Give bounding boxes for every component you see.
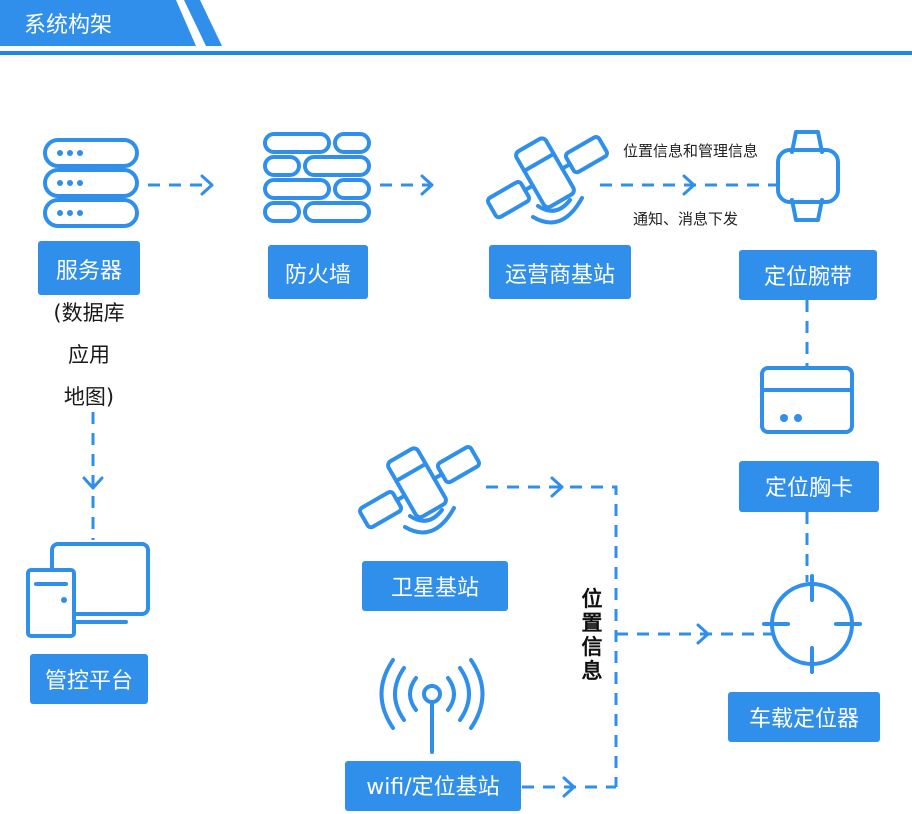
note-char: 位 bbox=[582, 587, 603, 611]
note-char: 息 bbox=[582, 659, 603, 683]
node-box bbox=[739, 461, 879, 512]
section-header: 系统构架 bbox=[0, 0, 912, 55]
note-position-info: 位 置 信 息 bbox=[576, 582, 608, 686]
node-wristband: 定位腕带 bbox=[739, 250, 877, 300]
node-label: 防火墙 bbox=[285, 263, 351, 288]
header-slash bbox=[184, 0, 222, 46]
node-wifi: wifi/定位基站 bbox=[345, 761, 521, 811]
node-satellite: 卫星基站 bbox=[362, 561, 508, 611]
server-icon bbox=[43, 138, 139, 228]
node-box bbox=[268, 245, 368, 299]
signal-arc-icon bbox=[531, 196, 584, 225]
arrow-head bbox=[696, 623, 710, 645]
node-box bbox=[30, 654, 148, 704]
node-label: wifi/定位基站 bbox=[366, 775, 499, 800]
header-rule bbox=[0, 51, 912, 55]
node-label: 运营商基站 bbox=[505, 263, 615, 288]
node-label: 定位胸卡 bbox=[765, 476, 853, 501]
arrow-head bbox=[562, 776, 576, 798]
arrow-head bbox=[550, 476, 564, 498]
node-label: 管控平台 bbox=[45, 669, 133, 694]
node-label: 卫星基站 bbox=[391, 576, 479, 601]
node-firewall: 防火墙 bbox=[268, 245, 368, 299]
arrow-head bbox=[682, 174, 696, 196]
node-box bbox=[38, 241, 140, 295]
node-badge: 定位胸卡 bbox=[739, 461, 879, 512]
crosshair-icon bbox=[762, 574, 862, 674]
caption-line: 应用 bbox=[68, 343, 110, 367]
connectors bbox=[82, 174, 809, 798]
firewall-icon bbox=[263, 132, 371, 223]
node-label: 服务器 bbox=[56, 259, 122, 284]
node-platform: 管控平台 bbox=[30, 654, 148, 704]
signal-arc-icon bbox=[403, 506, 456, 535]
connector-satellite-bus bbox=[486, 485, 618, 787]
node-label: 定位腕带 bbox=[764, 265, 852, 290]
smartwatch-icon bbox=[776, 130, 840, 222]
caption-line: 地图) bbox=[64, 385, 114, 409]
wifi-tower-icon bbox=[379, 658, 485, 754]
node-box bbox=[345, 761, 521, 811]
node-carrier: 运营商基站 bbox=[489, 245, 631, 299]
node-box bbox=[489, 245, 631, 299]
node-server: 服务器 bbox=[38, 241, 140, 295]
note-downlink: 通知、消息下发 bbox=[633, 210, 738, 228]
node-label: 车载定位器 bbox=[749, 707, 859, 732]
id-card-icon bbox=[760, 366, 854, 434]
node-box bbox=[728, 692, 880, 742]
note-char: 信 bbox=[582, 635, 603, 659]
header-title: 系统构架 bbox=[24, 13, 112, 38]
note-char: 置 bbox=[582, 611, 603, 635]
server-caption: (数据库 应用 地图) bbox=[53, 301, 124, 409]
node-box bbox=[362, 561, 508, 611]
header-banner bbox=[0, 0, 196, 46]
node-box bbox=[739, 250, 877, 300]
satellite-station-icon bbox=[358, 445, 481, 530]
arrow-head bbox=[82, 476, 104, 490]
arrow-head bbox=[420, 174, 434, 196]
satellite-icon bbox=[486, 135, 609, 220]
note-uplink: 位置信息和管理信息 bbox=[623, 142, 758, 160]
computer-icon bbox=[26, 542, 150, 638]
arrow-head bbox=[200, 174, 214, 196]
caption-line: (数据库 bbox=[53, 301, 124, 325]
node-vehicle: 车载定位器 bbox=[728, 692, 880, 742]
